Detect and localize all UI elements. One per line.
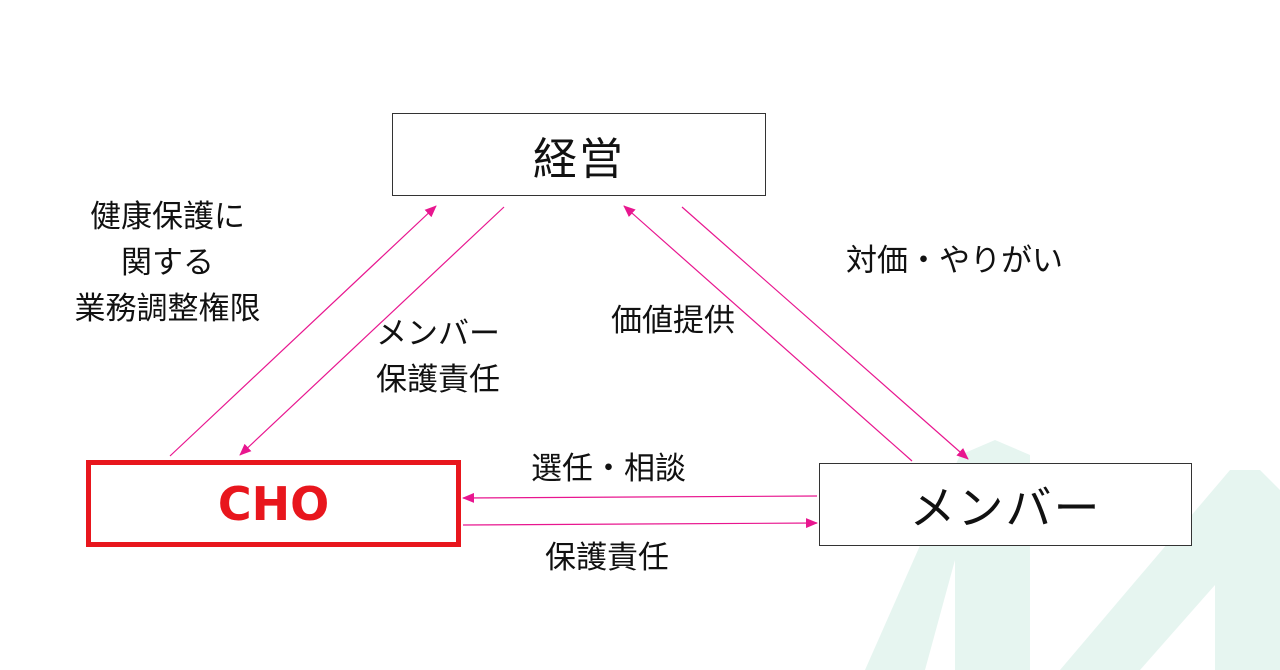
management-label: 経営 <box>533 133 625 185</box>
arrow-management-to-cho <box>239 206 505 456</box>
protection-responsibility-label: 保護責任 <box>545 540 669 576</box>
health-authority-label: 健康保護に 関する 業務調整権限 <box>40 194 295 332</box>
health-authority-line-1: 健康保護に <box>90 199 245 235</box>
member-node: メンバー <box>819 463 1192 546</box>
reward-label: 対価・やりがい <box>846 243 1063 279</box>
arrow-management-to-member <box>681 206 969 460</box>
member-protection-label: メンバー 保護責任 <box>348 311 528 403</box>
member-protection-line-1: メンバー <box>376 316 500 352</box>
cho-label: CHO <box>217 476 330 531</box>
appointment-consultation-label: 選任・相談 <box>531 451 686 487</box>
arrow-cho-to-management <box>169 205 437 457</box>
member-label: メンバー <box>909 480 1102 535</box>
cho-node: CHO <box>86 460 461 547</box>
management-node: 経営 <box>392 113 766 196</box>
arrow-member-to-management <box>623 205 913 462</box>
arrow-member-to-cho <box>462 492 818 503</box>
member-protection-line-2: 保護責任 <box>376 362 500 398</box>
health-authority-line-2: 関する <box>121 245 214 281</box>
value-provision-label: 価値提供 <box>611 303 735 339</box>
health-authority-line-3: 業務調整権限 <box>74 291 261 327</box>
arrow-cho-to-member <box>462 518 818 529</box>
